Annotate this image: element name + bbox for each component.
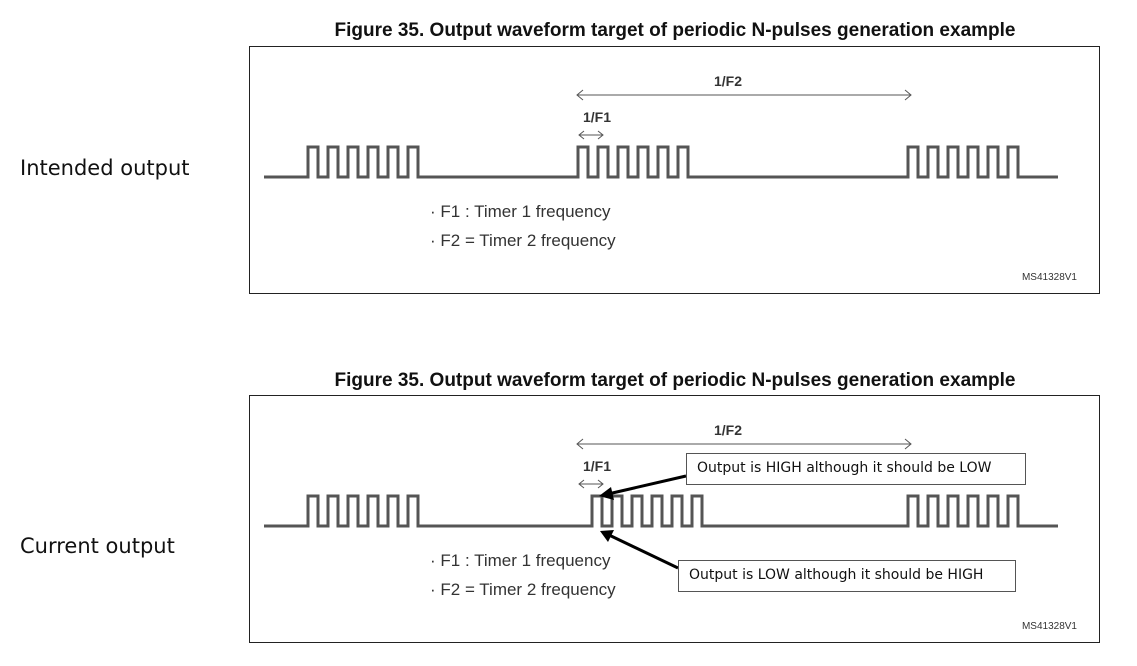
pulse-label-1-f1: 1/F1 (583, 109, 612, 125)
period-label-1-f2: 1/F2 (714, 422, 743, 438)
note-f2: · F2 = Timer 2 frequency (430, 231, 616, 250)
callout-arrow-high-icon (599, 474, 687, 500)
current-waveform-diagram (264, 438, 1058, 570)
callout-arrow-low-icon (600, 530, 679, 570)
figure-code: MS41328V1 (1021, 272, 1077, 283)
pulse-arrow-icon (578, 130, 604, 140)
figure-code: MS41328V1 (1021, 621, 1077, 632)
intended-waveform-diagram (264, 89, 1058, 179)
note-f1: · F1 : Timer 1 frequency (430, 551, 611, 570)
callout-low: Output is LOW although it should be HIGH (678, 560, 1016, 592)
period-arrow-icon (576, 89, 912, 101)
intended-output-label: Intended output (20, 156, 190, 180)
period-arrow-icon (576, 438, 912, 450)
intended-figure-frame: 1/F2 1/F1 · F1 : Timer 1 frequency · F2 … (249, 46, 1100, 294)
note-f2: · F2 = Timer 2 frequency (430, 580, 616, 599)
current-output-label: Current output (20, 534, 175, 558)
pulse-label-1-f1: 1/F1 (583, 458, 612, 474)
pulse-arrow-icon (578, 479, 604, 489)
figure-title-intended: Figure 35. Output waveform target of per… (334, 20, 1016, 41)
callout-high: Output is HIGH although it should be LOW (686, 453, 1026, 485)
current-figure-frame: 1/F2 1/F1 · F1 : Timer 1 frequency · F2 … (249, 395, 1100, 643)
period-label-1-f2: 1/F2 (714, 73, 743, 89)
figure-title-current: Figure 35. Output waveform target of per… (334, 370, 1016, 391)
note-f1: · F1 : Timer 1 frequency (430, 202, 611, 221)
intended-waveform-signal (264, 145, 1058, 179)
current-waveform-signal (264, 494, 1058, 528)
